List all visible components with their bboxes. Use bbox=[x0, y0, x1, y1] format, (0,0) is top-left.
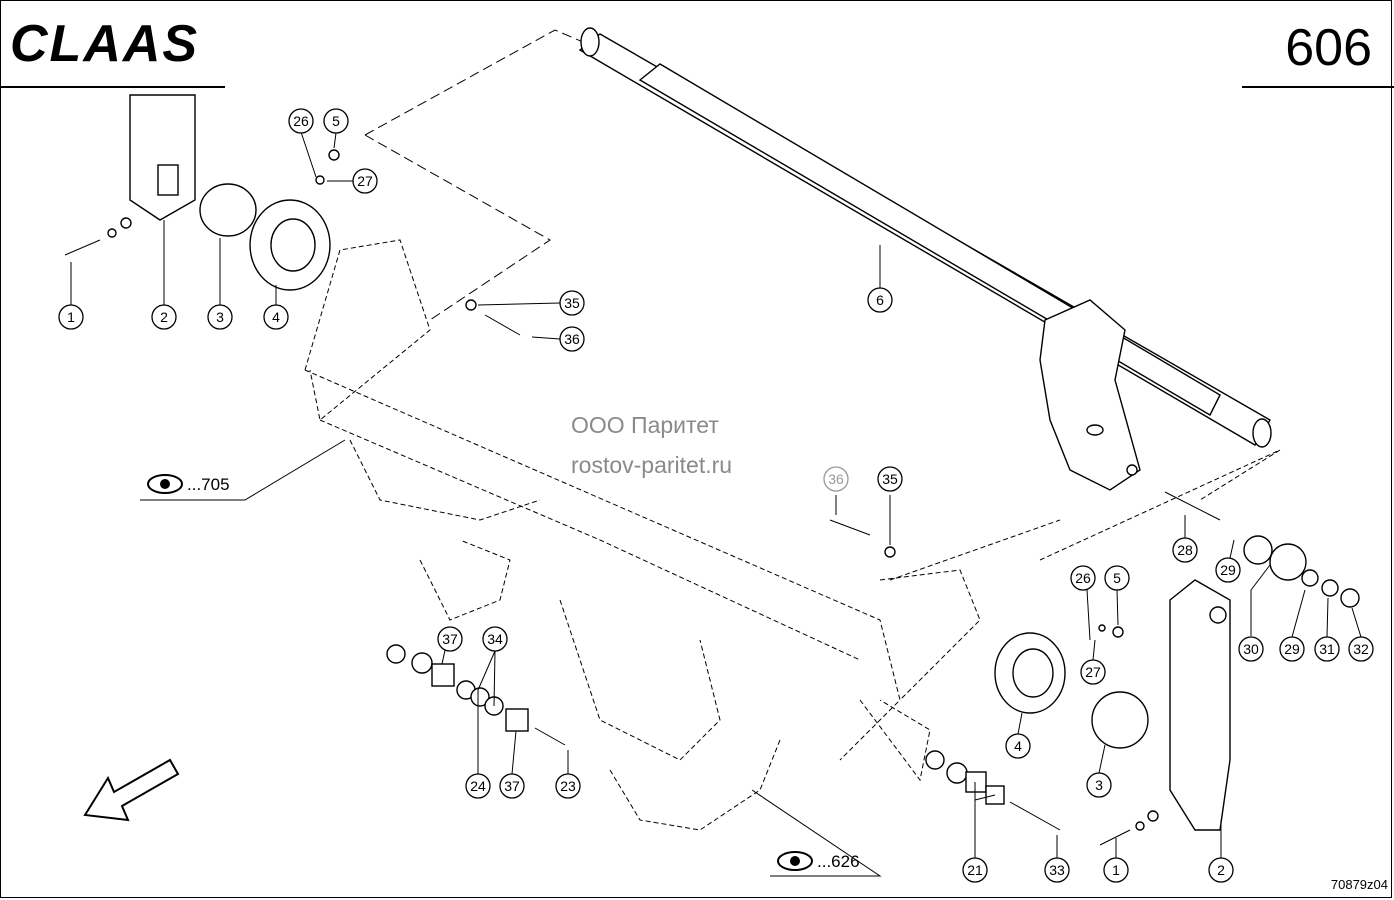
callout-28: 28 bbox=[1172, 537, 1198, 563]
callout-27-left: 27 bbox=[352, 168, 378, 194]
svg-text:27: 27 bbox=[357, 173, 373, 189]
callout-37-upper: 37 bbox=[437, 626, 463, 652]
svg-text:5: 5 bbox=[1113, 570, 1121, 586]
watermark-company: ООО Паритет bbox=[571, 412, 719, 438]
callout-4-left: 4 bbox=[263, 304, 289, 330]
watermark-url: rostov-paritet.ru bbox=[571, 452, 733, 478]
svg-text:37: 37 bbox=[442, 631, 458, 647]
svg-text:36: 36 bbox=[564, 331, 580, 347]
callout-26-right: 26 bbox=[1070, 565, 1096, 591]
svg-text:28: 28 bbox=[1177, 542, 1193, 558]
leader-lines bbox=[70, 131, 1362, 877]
svg-text:6: 6 bbox=[876, 292, 884, 308]
svg-text:21: 21 bbox=[967, 862, 983, 878]
svg-text:37: 37 bbox=[504, 778, 520, 794]
eye-icon bbox=[147, 474, 183, 494]
callout-36-middle: 36 bbox=[823, 466, 849, 492]
callout-36-left: 36 bbox=[559, 326, 585, 352]
svg-text:4: 4 bbox=[1014, 738, 1022, 754]
svg-text:35: 35 bbox=[882, 471, 898, 487]
callout-21: 21 bbox=[962, 857, 988, 883]
logo-underline bbox=[0, 86, 225, 88]
callout-23: 23 bbox=[555, 773, 581, 799]
callout-32: 32 bbox=[1348, 636, 1374, 662]
eye-icon bbox=[777, 851, 813, 871]
callout-26-left: 26 bbox=[288, 108, 314, 134]
callout-35-middle: 35 bbox=[877, 466, 903, 492]
svg-text:29: 29 bbox=[1220, 562, 1236, 578]
callout-5-left: 5 bbox=[323, 108, 349, 134]
svg-text:31: 31 bbox=[1319, 641, 1335, 657]
svg-text:1: 1 bbox=[67, 309, 75, 325]
svg-text:...626: ...626 bbox=[817, 852, 860, 871]
svg-text:1: 1 bbox=[1112, 862, 1120, 878]
page-number-underline bbox=[1242, 86, 1394, 88]
callout-4-right: 4 bbox=[1005, 733, 1031, 759]
callout-6-shaft: 6 bbox=[867, 287, 893, 313]
svg-text:36: 36 bbox=[828, 471, 844, 487]
callout-33: 33 bbox=[1044, 857, 1070, 883]
svg-text:23: 23 bbox=[560, 778, 576, 794]
svg-text:2: 2 bbox=[1217, 862, 1225, 878]
svg-text:33: 33 bbox=[1049, 862, 1065, 878]
left-parts bbox=[64, 94, 521, 336]
callout-37-lower: 37 bbox=[499, 773, 525, 799]
chassis-outline bbox=[304, 29, 1281, 831]
svg-text:27: 27 bbox=[1085, 664, 1101, 680]
svg-text:24: 24 bbox=[470, 778, 486, 794]
svg-text:30: 30 bbox=[1243, 641, 1259, 657]
callout-5-right: 5 bbox=[1104, 565, 1130, 591]
callout-2-left: 2 bbox=[151, 304, 177, 330]
bottom-parts bbox=[386, 644, 1061, 831]
callout-34: 34 bbox=[482, 626, 508, 652]
callout-2-right: 2 bbox=[1208, 857, 1234, 883]
svg-text:35: 35 bbox=[564, 295, 580, 311]
callout-29-upper: 29 bbox=[1215, 557, 1241, 583]
callout-29-lower: 29 bbox=[1279, 636, 1305, 662]
direction-arrow-icon bbox=[83, 758, 180, 822]
callout-3-left: 3 bbox=[207, 304, 233, 330]
claas-logo: CLAAS bbox=[10, 15, 200, 73]
callout-24: 24 bbox=[465, 773, 491, 799]
svg-text:29: 29 bbox=[1284, 641, 1300, 657]
callout-30: 30 bbox=[1238, 636, 1264, 662]
callout-35-left: 35 bbox=[559, 290, 585, 316]
svg-text:26: 26 bbox=[1075, 570, 1091, 586]
cross-reference-705[interactable]: ...705 bbox=[147, 474, 230, 494]
cross-reference-626[interactable]: ...626 bbox=[777, 851, 860, 871]
right-parts bbox=[829, 491, 1360, 846]
svg-text:3: 3 bbox=[1095, 777, 1103, 793]
svg-text:34: 34 bbox=[487, 631, 503, 647]
main-shaft bbox=[578, 27, 1272, 448]
svg-text:26: 26 bbox=[293, 113, 309, 129]
svg-text:3: 3 bbox=[216, 309, 224, 325]
callout-1-left: 1 bbox=[58, 304, 84, 330]
svg-text:2: 2 bbox=[160, 309, 168, 325]
callout-1-right: 1 bbox=[1103, 857, 1129, 883]
svg-text:...705: ...705 bbox=[187, 475, 230, 494]
svg-text:4: 4 bbox=[272, 309, 280, 325]
svg-text:5: 5 bbox=[332, 113, 340, 129]
callout-31: 31 bbox=[1314, 636, 1340, 662]
drawing-code: 70879z04 bbox=[1330, 877, 1388, 892]
fork-bracket bbox=[1039, 299, 1141, 491]
svg-text:32: 32 bbox=[1353, 641, 1369, 657]
page-number: 606 bbox=[1285, 19, 1372, 77]
callout-27-right: 27 bbox=[1080, 659, 1106, 685]
callout-3-right: 3 bbox=[1086, 772, 1112, 798]
